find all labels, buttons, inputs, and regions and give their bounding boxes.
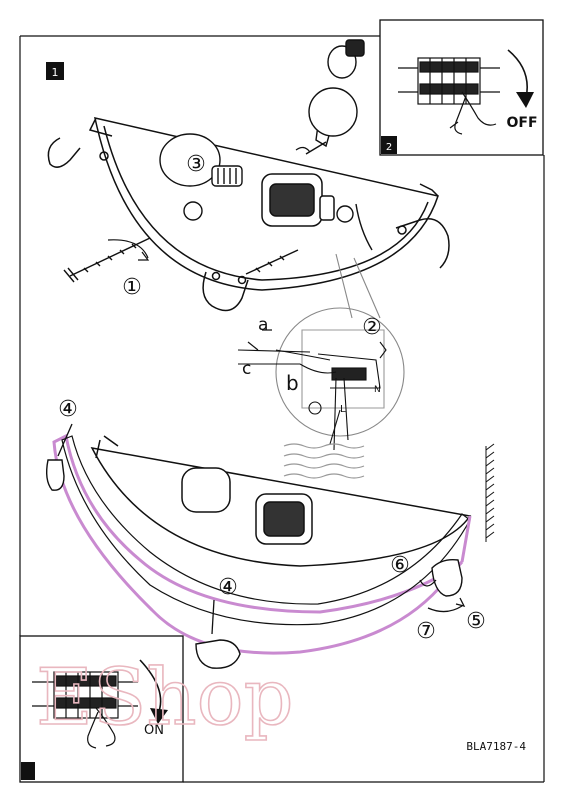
switch-off-label: OFF — [506, 115, 537, 131]
callout-3: ③ — [186, 152, 206, 177]
step-badge-1-label: 1 — [52, 66, 59, 79]
callout-1: ① — [122, 275, 142, 300]
callout-2: ② — [362, 315, 382, 340]
wire-letter-n: N — [374, 385, 381, 395]
callout-4-bottom: ④ — [218, 575, 238, 600]
callout-4-top: ④ — [58, 397, 78, 422]
callout-6: ⑥ — [390, 553, 410, 578]
step-badge-2-label: 2 — [386, 142, 392, 153]
callout-5: ⑤ — [466, 609, 486, 634]
wire-letter-b: b — [286, 371, 299, 395]
wire-letter-l: L — [340, 404, 346, 415]
rotation-arrow-icon — [108, 240, 148, 260]
wire-letter-c: c — [242, 359, 251, 379]
wire-letter-a: a — [258, 315, 268, 335]
inset-switch-off: 2 OFF — [380, 20, 543, 155]
small-bulb-icon — [328, 40, 364, 78]
wall-plug-icon — [306, 88, 357, 154]
wall-plate-bottom — [92, 436, 470, 566]
wave-lines — [284, 444, 364, 478]
figure-id: BLA7187-4 — [466, 740, 526, 753]
watermark-text: EShop — [36, 653, 294, 743]
step-badge-1: 1 — [46, 62, 64, 80]
shade-clip-left — [47, 460, 64, 490]
callout-7: ⑦ — [416, 619, 436, 644]
wall-hatch — [486, 444, 494, 542]
